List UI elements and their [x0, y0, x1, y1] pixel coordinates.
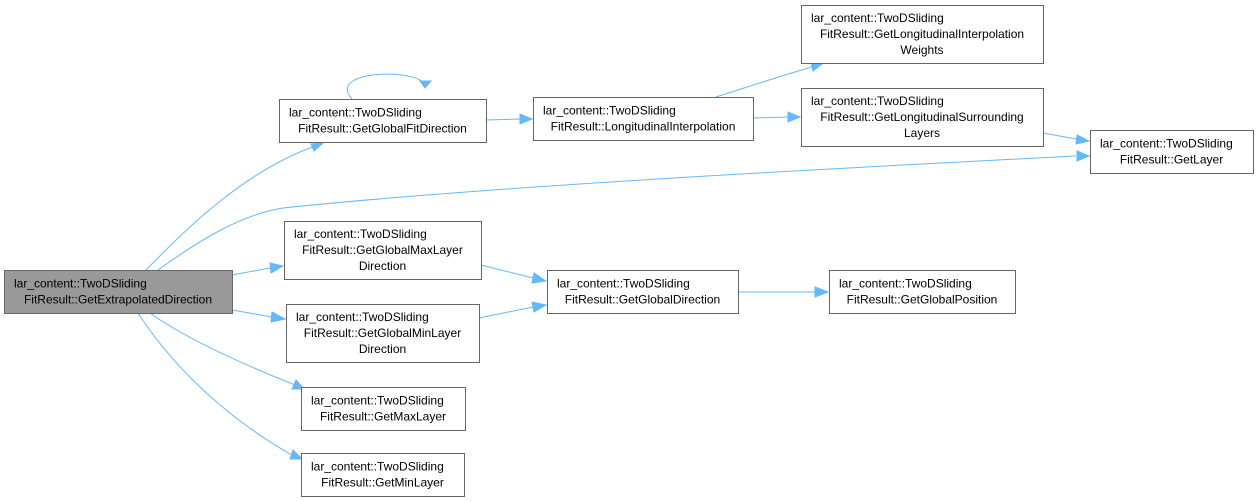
node-box [4, 270, 233, 314]
node-box [279, 99, 487, 143]
node-label-line: FitResult::GetMinLayer [321, 476, 444, 490]
node-label-line: FitResult::GetGlobalPosition [847, 293, 998, 307]
node-label-line: lar_content::TwoDSliding [294, 227, 427, 241]
node-label-line: lar_content::TwoDSliding [557, 277, 690, 291]
node-box [1090, 130, 1254, 174]
edge-glsl-to-gl [1042, 132, 1091, 145]
node-box [301, 387, 466, 431]
node-label-line: lar_content::TwoDSliding [311, 394, 444, 408]
node-label-line: Weights [900, 43, 943, 57]
node-box [286, 304, 480, 363]
node-box [547, 270, 739, 314]
edge-line [137, 312, 293, 456]
node-gl[interactable]: lar_content::TwoDSlidingFitResult::GetLa… [1090, 130, 1254, 174]
node-label-line: FitResult::GetLongitudinalSurrounding [820, 110, 1023, 124]
node-box [801, 5, 1044, 64]
edge-line [485, 118, 521, 121]
edge-line [478, 306, 534, 319]
arrowhead-icon [419, 80, 433, 89]
edge-gfd-to-gfd [347, 73, 433, 100]
edge-line [1042, 132, 1077, 140]
node-label-line: FitResult::GetGlobalMinLayer [304, 326, 461, 340]
node-root[interactable]: lar_content::TwoDSlidingFitResult::GetEx… [4, 270, 233, 314]
arrowhead-icon [270, 311, 287, 323]
node-label-line: Layers [904, 126, 940, 140]
node-label-line: lar_content::TwoDSliding [296, 310, 429, 324]
edge-root-to-gfd [145, 142, 325, 271]
node-gfd[interactable]: lar_content::TwoDSlidingFitResult::GetGl… [279, 99, 487, 143]
edge-root-to-gminl [137, 312, 304, 460]
node-box [284, 221, 482, 280]
node-label-line: lar_content::TwoDSliding [311, 460, 444, 474]
node-gminl[interactable]: lar_content::TwoDSlidingFitResult::GetMi… [301, 453, 465, 497]
arrowhead-icon [1075, 134, 1091, 145]
node-label-line: lar_content::TwoDSliding [14, 277, 147, 291]
nodes-layer: lar_content::TwoDSlidingFitResult::GetEx… [4, 5, 1254, 497]
node-label-line: FitResult::GetLongitudinalInterpolation [820, 27, 1024, 41]
edge-gminld-to-gd [478, 301, 548, 319]
edge-gd-to-gp [738, 286, 830, 298]
arrowhead-icon [531, 272, 548, 284]
edge-line [752, 116, 789, 119]
edge-li-to-glsl [752, 111, 802, 123]
node-gminld[interactable]: lar_content::TwoDSlidingFitResult::GetGl… [286, 304, 480, 363]
node-label-line: FitResult::GetExtrapolatedDirection [24, 293, 212, 307]
node-glsl[interactable]: lar_content::TwoDSlidingFitResult::GetLo… [801, 88, 1044, 147]
node-label-line: FitResult::GetGlobalMaxLayer [302, 243, 463, 257]
arrowhead-icon [269, 262, 285, 274]
node-gp[interactable]: lar_content::TwoDSlidingFitResult::GetGl… [829, 270, 1016, 314]
node-label-line: FitResult::GetGlobalDirection [565, 293, 720, 307]
edge-line [715, 66, 813, 98]
edge-line [231, 309, 273, 318]
node-box [533, 97, 754, 141]
node-gmaxl[interactable]: lar_content::TwoDSlidingFitResult::GetMa… [301, 387, 466, 431]
node-label-line: FitResult::GetGlobalFitDirection [298, 122, 467, 136]
arrowhead-icon [1076, 150, 1091, 162]
node-label-line: lar_content::TwoDSliding [543, 104, 676, 118]
edge-line [231, 267, 271, 276]
arrowhead-icon [531, 301, 548, 313]
node-li[interactable]: lar_content::TwoDSlidingFitResult::Longi… [533, 97, 754, 141]
node-label-line: FitResult::GetMaxLayer [320, 410, 446, 424]
node-label-line: FitResult::LongitudinalInterpolation [551, 120, 736, 134]
edge-line [149, 312, 296, 386]
node-gmaxld[interactable]: lar_content::TwoDSlidingFitResult::GetGl… [284, 221, 482, 280]
node-label-line: lar_content::TwoDSliding [839, 277, 972, 291]
arrowhead-icon [291, 379, 306, 390]
node-label-line: lar_content::TwoDSliding [811, 94, 944, 108]
node-box [801, 88, 1044, 147]
node-box [301, 453, 465, 497]
arrowhead-icon [814, 286, 830, 298]
node-box [829, 270, 1016, 314]
edge-line [145, 144, 319, 271]
edge-line [480, 264, 534, 279]
node-label-line: lar_content::TwoDSliding [289, 106, 422, 120]
arrowhead-icon [310, 142, 325, 152]
arrowhead-icon [289, 449, 304, 460]
node-label-line: FitResult::GetLayer [1120, 153, 1223, 167]
edge-root-to-gl [157, 150, 1091, 271]
node-label-line: Direction [359, 259, 406, 273]
edge-line [157, 155, 1077, 271]
node-label-line: lar_content::TwoDSliding [811, 11, 944, 25]
node-gd[interactable]: lar_content::TwoDSlidingFitResult::GetGl… [547, 270, 739, 314]
edge-root-to-gmaxld [231, 262, 285, 276]
arrowhead-icon [519, 113, 534, 125]
node-gliw[interactable]: lar_content::TwoDSlidingFitResult::GetLo… [801, 5, 1044, 64]
arrowhead-icon [787, 111, 802, 123]
edge-line [347, 73, 426, 100]
node-label-line: lar_content::TwoDSliding [1100, 137, 1233, 151]
node-label-line: Direction [359, 342, 406, 356]
edge-root-to-gmaxl [149, 312, 306, 390]
edge-root-to-gminld [231, 309, 287, 323]
edge-gmaxld-to-gd [480, 264, 548, 284]
edge-gfd-to-li [485, 113, 534, 125]
edges-layer [137, 61, 1091, 460]
